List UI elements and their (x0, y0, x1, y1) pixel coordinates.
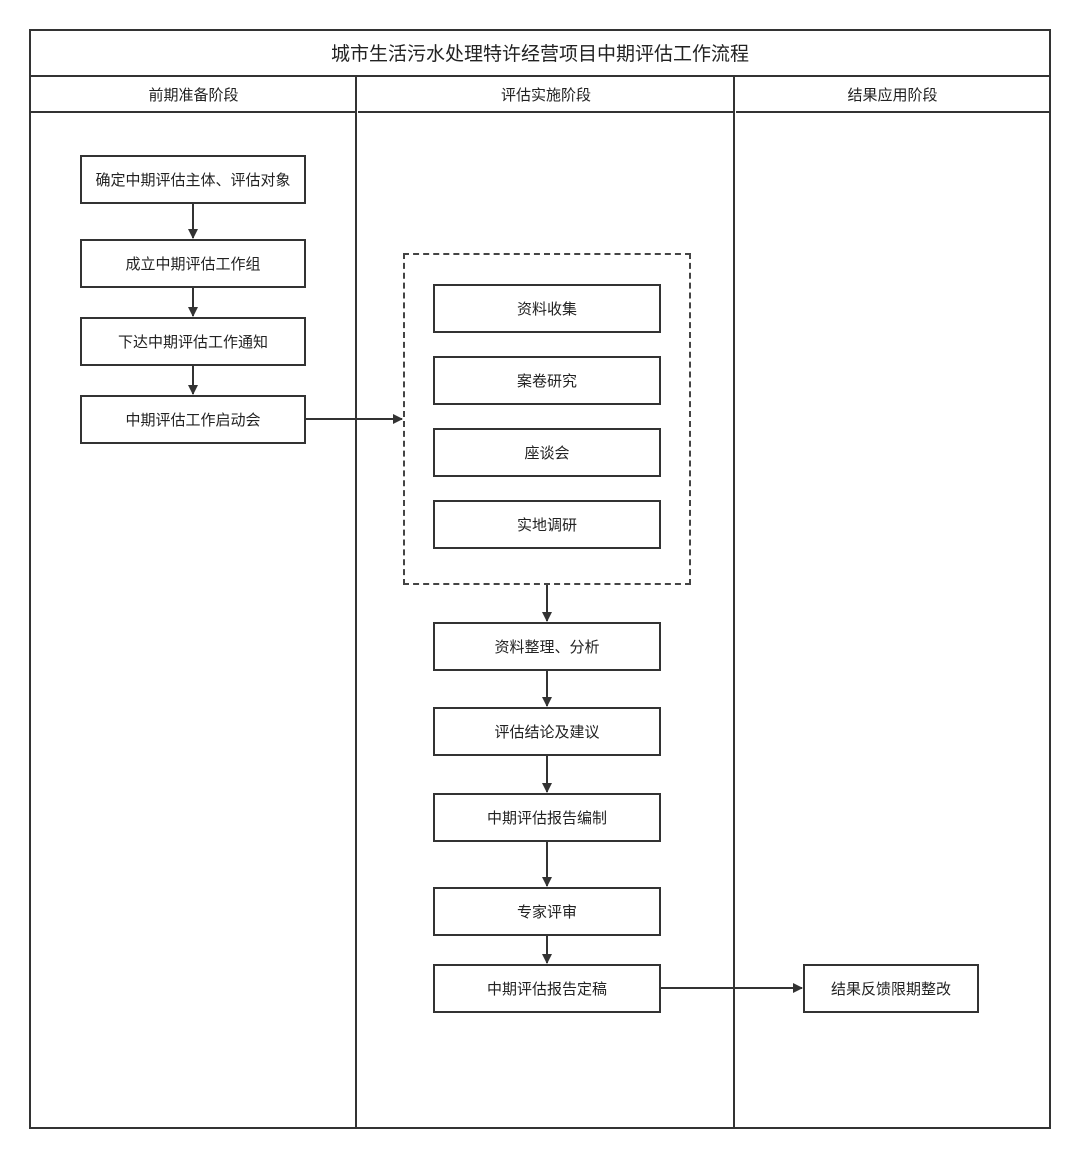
lane-header-prep: 前期准备阶段 (31, 77, 356, 113)
step-expert-review: 专家评审 (433, 887, 661, 936)
step-case-study: 案卷研究 (433, 356, 661, 405)
swimlane-frame (29, 29, 1051, 1129)
lane-header-implementation: 评估实施阶段 (358, 77, 734, 113)
step-feedback-rectify: 结果反馈限期整改 (803, 964, 979, 1013)
step-kickoff-meeting: 中期评估工作启动会 (80, 395, 306, 444)
lane-divider-2 (733, 77, 735, 1129)
step-confirm-subject: 确定中期评估主体、评估对象 (80, 155, 306, 204)
step-data-analysis: 资料整理、分析 (433, 622, 661, 671)
lane-header-result: 结果应用阶段 (736, 77, 1049, 113)
step-report-final: 中期评估报告定稿 (433, 964, 661, 1013)
step-data-collection: 资料收集 (433, 284, 661, 333)
step-issue-notice: 下达中期评估工作通知 (80, 317, 306, 366)
step-field-research: 实地调研 (433, 500, 661, 549)
lane-divider-1 (355, 77, 357, 1129)
implementation-group (403, 253, 691, 585)
step-symposium: 座谈会 (433, 428, 661, 477)
step-report-drafting: 中期评估报告编制 (433, 793, 661, 842)
step-form-team: 成立中期评估工作组 (80, 239, 306, 288)
diagram-title: 城市生活污水处理特许经营项目中期评估工作流程 (29, 29, 1051, 77)
step-conclusions: 评估结论及建议 (433, 707, 661, 756)
